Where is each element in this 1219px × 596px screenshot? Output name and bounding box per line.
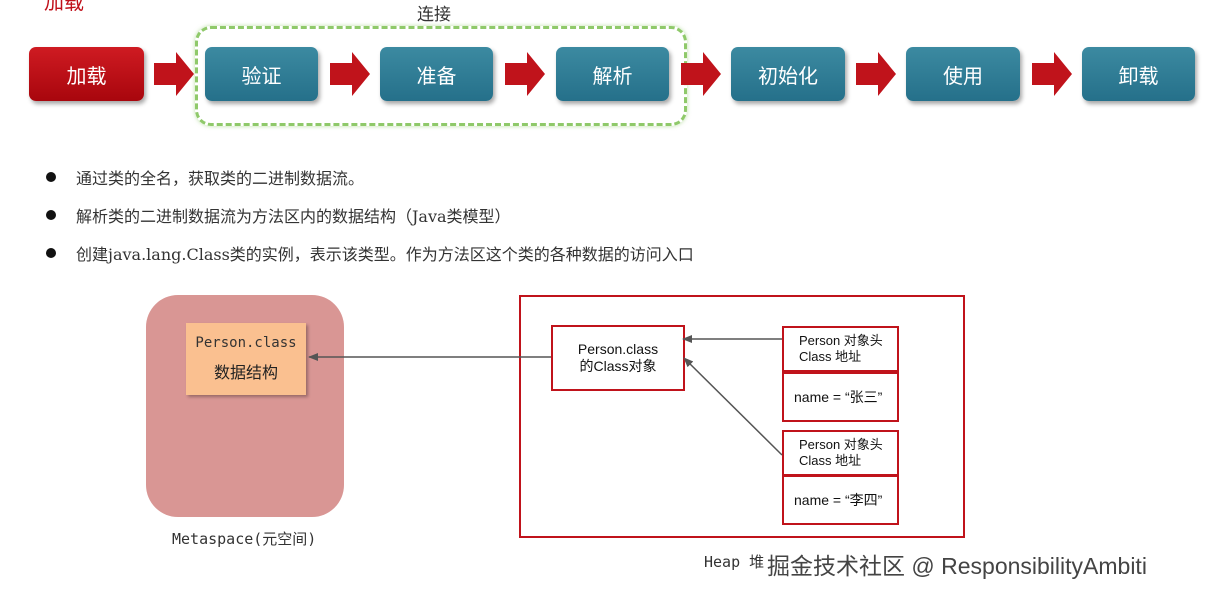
section-title: 加载 xyxy=(44,0,84,14)
object-field: name = “张三” xyxy=(782,372,899,422)
class-object-subtitle: 的Class对象 xyxy=(579,358,657,374)
phase-label: 准备 xyxy=(416,63,457,88)
phase-verification: 验证 xyxy=(205,47,318,101)
phase-unloading: 卸载 xyxy=(1082,47,1195,101)
object-header: Person 对象头 Class 地址 xyxy=(782,430,899,476)
phase-using: 使用 xyxy=(906,47,1020,101)
list-item: 解析类的二进制数据流为方法区内的数据结构（Java类模型） xyxy=(44,196,694,234)
object-header-line: Class 地址 xyxy=(799,349,862,364)
class-object-title: Person.class xyxy=(577,341,659,357)
object-header-line: Class 地址 xyxy=(799,453,862,468)
arrow-right-icon xyxy=(856,52,896,96)
phase-initialization: 初始化 xyxy=(731,47,845,101)
bullet-icon xyxy=(46,248,56,258)
bullet-list: 通过类的全名，获取类的二进制数据流。 解析类的二进制数据流为方法区内的数据结构（… xyxy=(44,158,694,272)
phase-label: 加载 xyxy=(66,63,107,88)
object-header-line: Person 对象头 xyxy=(799,333,883,348)
bullet-icon xyxy=(46,172,56,182)
phase-loading: 加载 xyxy=(29,47,144,101)
heap-region xyxy=(519,295,965,538)
bullet-text: 解析类的二进制数据流为方法区内的数据结构（Java类模型） xyxy=(76,207,511,226)
arrow-right-icon xyxy=(505,52,545,96)
class-object-box: Person.class 的Class对象 xyxy=(551,325,685,391)
arrow-right-icon xyxy=(681,52,721,96)
phase-label: 初始化 xyxy=(758,63,818,88)
bullet-text: 通过类的全名，获取类的二进制数据流。 xyxy=(76,169,365,188)
metaspace-label: Metaspace(元空间) xyxy=(172,530,317,548)
bullet-icon xyxy=(46,210,56,220)
object-field-text: name = “张三” xyxy=(794,389,883,405)
arrow-object2-to-class-object xyxy=(683,357,783,456)
arrow-right-icon xyxy=(1032,52,1072,96)
list-item: 创建java.lang.Class类的实例，表示该类型。作为方法区这个类的各种数… xyxy=(44,234,694,272)
phase-preparation: 准备 xyxy=(380,47,493,101)
phase-label: 使用 xyxy=(943,63,983,88)
arrow-right-icon xyxy=(154,52,194,96)
object-field: name = “李四” xyxy=(782,475,899,525)
object-header: Person 对象头 Class 地址 xyxy=(782,326,899,372)
link-phase-label: 连接 xyxy=(417,5,451,25)
phase-label: 解析 xyxy=(592,63,633,88)
list-item: 通过类的全名，获取类的二进制数据流。 xyxy=(44,158,694,196)
phase-label: 验证 xyxy=(241,63,282,88)
heap-label: Heap 堆 xyxy=(704,553,765,571)
arrow-right-icon xyxy=(330,52,370,96)
class-data-structure: Person.class 数据结构 xyxy=(186,323,306,395)
phase-resolution: 解析 xyxy=(556,47,669,101)
bullet-text: 创建java.lang.Class类的实例，表示该类型。作为方法区这个类的各种数… xyxy=(76,245,694,264)
object-field-text: name = “李四” xyxy=(794,492,883,508)
object-header-line: Person 对象头 xyxy=(799,437,883,452)
class-data-subtitle: 数据结构 xyxy=(213,363,278,382)
watermark: 掘金技术社区 @ ResponsibilityAmbiti xyxy=(765,547,1149,581)
phase-label: 卸载 xyxy=(1118,63,1159,88)
class-data-title: Person.class xyxy=(195,335,297,351)
